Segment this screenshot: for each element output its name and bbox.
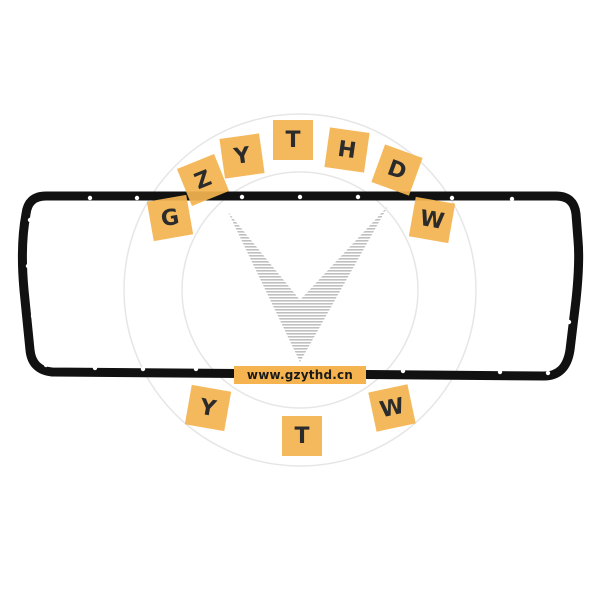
bolt-hole <box>43 362 49 368</box>
watermark-tile-t: T <box>273 120 313 160</box>
bolt-hole <box>449 195 455 201</box>
bolt-hole <box>545 370 551 376</box>
bolt-hole <box>30 313 36 319</box>
watermark-tile-w: W <box>408 196 456 244</box>
watermark-tile-h: H <box>324 127 370 173</box>
watermark-tile-g: G <box>146 194 194 242</box>
bolt-hole <box>193 366 199 372</box>
bolt-hole <box>565 228 571 234</box>
bolt-hole <box>400 368 406 374</box>
watermark-tile-y: Y <box>219 133 265 179</box>
bolt-hole <box>92 365 98 371</box>
bolt-hole <box>509 196 515 202</box>
bolt-hole <box>87 195 93 201</box>
watermark-tile-t-bottom: T <box>282 416 322 456</box>
bolt-hole <box>568 273 574 279</box>
gasket <box>17 191 584 381</box>
bolt-hole <box>297 194 303 200</box>
bolt-hole <box>25 263 31 269</box>
bolt-hole <box>566 319 572 325</box>
bolt-hole <box>134 195 140 201</box>
watermark-logo-icon <box>228 206 388 362</box>
bolt-hole <box>497 369 503 375</box>
watermark-url: www.gzythd.cn <box>234 366 366 384</box>
bolt-hole <box>27 217 33 223</box>
bolt-hole <box>239 194 245 200</box>
watermark-rings <box>123 113 477 467</box>
bolt-hole <box>140 366 146 372</box>
gasket-outline <box>17 191 584 381</box>
bolt-hole <box>355 194 361 200</box>
watermark-tile-w-bottom: W <box>368 384 416 432</box>
watermark-tile-y-bottom: Y <box>184 384 232 432</box>
